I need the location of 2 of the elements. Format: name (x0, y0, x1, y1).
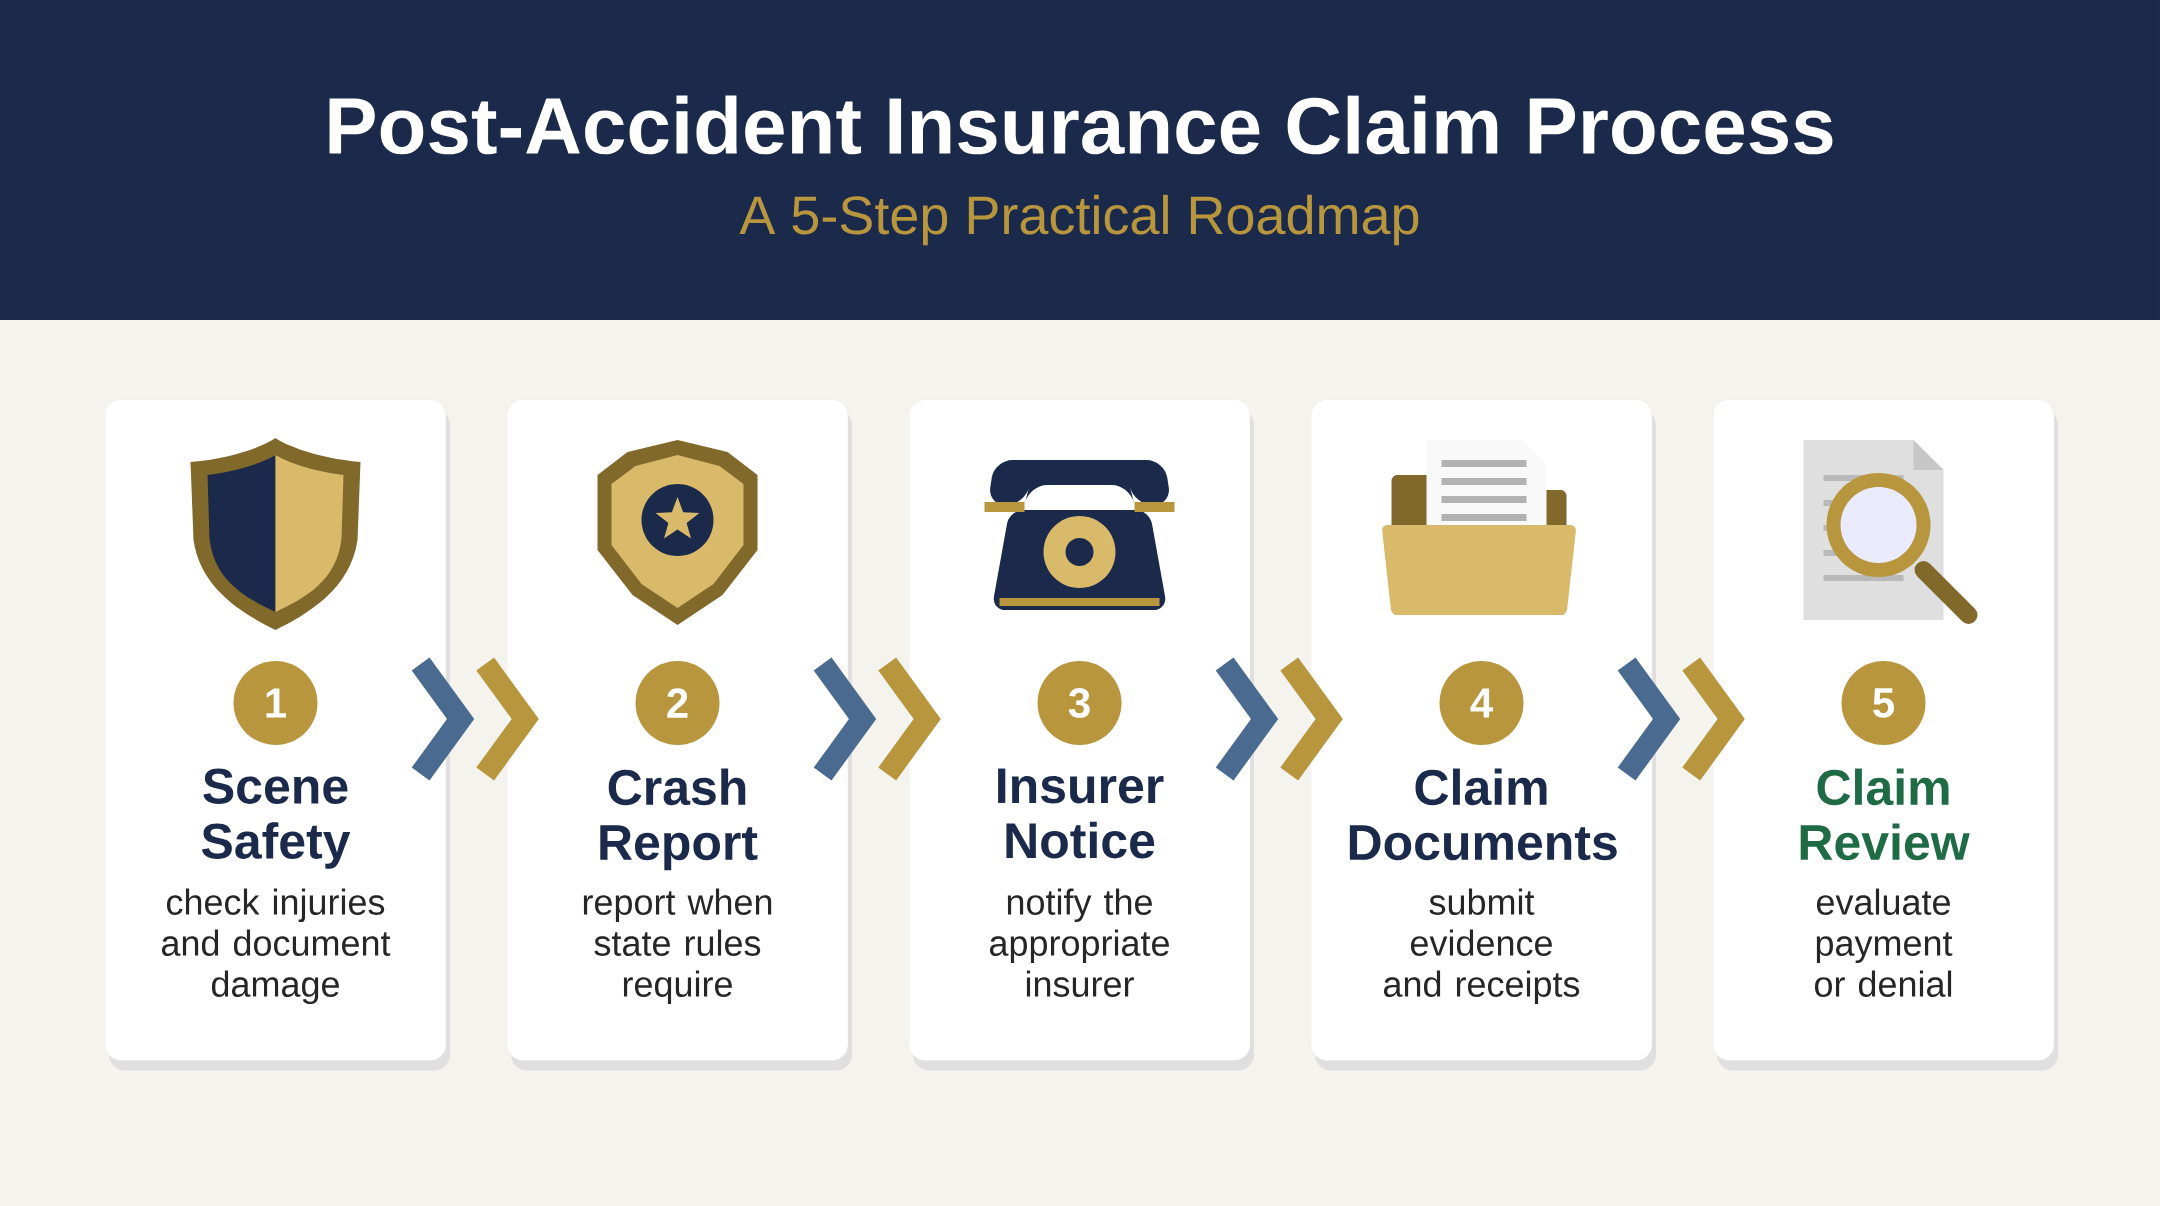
title: Post-Accident Insurance Claim Process (329, 95, 1833, 155)
subtitle: A 5-Step Practical Roadmap (739, 194, 1419, 246)
